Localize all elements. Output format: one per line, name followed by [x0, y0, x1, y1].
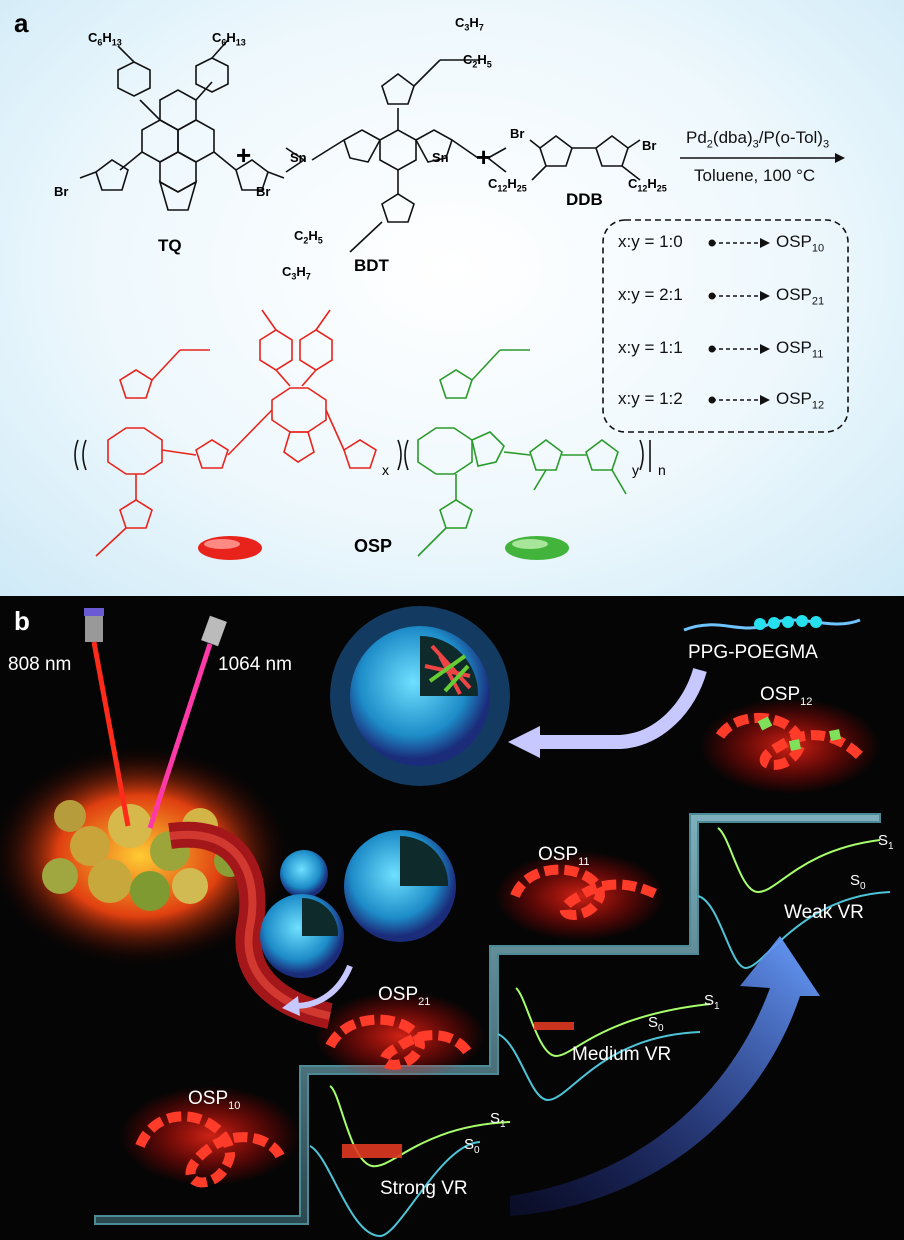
laser-1064-label: 1064 nm: [218, 654, 292, 675]
ppg-poegma-label: PPG-POEGMA: [688, 642, 818, 663]
green-unit-ellipse-highlight: [512, 539, 548, 549]
polymer-n: n: [658, 462, 666, 478]
polymer-x: x: [382, 462, 389, 478]
plus-1: +: [236, 140, 252, 170]
medium-vr-label: Medium VR: [572, 1044, 672, 1065]
osp12-label: OSP12: [760, 684, 813, 708]
ratio-4: x:y = 1:2: [618, 389, 683, 408]
product-1: OSP10: [776, 232, 825, 255]
catalyst-label: Pd2(dba)3/P(o-Tol)3: [686, 128, 830, 151]
s0-label-strong: S0: [464, 1136, 480, 1156]
ddb-name: DDB: [566, 190, 603, 209]
osp12-loop: [700, 698, 880, 794]
polymer-name: OSP: [354, 536, 393, 556]
osp10-loop: [120, 1086, 300, 1188]
s0-label-weak: S0: [850, 872, 866, 892]
panel-a-structures: [74, 39, 849, 560]
reaction-arrow: [680, 153, 845, 163]
nanoparticle-medium-2: [344, 830, 456, 942]
product-4: OSP12: [776, 389, 825, 412]
polymer-green-unit: [417, 349, 627, 557]
tq-name: TQ: [158, 236, 182, 255]
osp10-label: OSP10: [188, 1088, 241, 1112]
bdt-sn-right: Sn: [432, 150, 449, 165]
s1-label-weak: S1: [878, 832, 894, 852]
osp21-loop: [315, 991, 485, 1081]
bdt-c3h7-bottom: C3H7: [282, 264, 311, 282]
s1-label-strong: S1: [490, 1110, 506, 1130]
laser-808-label: 808 nm: [8, 654, 72, 675]
solvent-label: Toluene, 100 °C: [694, 166, 816, 185]
bdt-c2h5-top: C2H5: [463, 52, 492, 70]
bdt-sn-left: Sn: [290, 150, 307, 165]
panel-b-illustration: [0, 606, 891, 1238]
well-strong: [309, 1085, 511, 1238]
bdt-c2h5-bottom: C2H5: [294, 228, 323, 246]
product-3: OSP11: [776, 338, 824, 361]
ddb-br-left: Br: [510, 126, 525, 141]
tq-br-left: Br: [54, 184, 69, 199]
osp11-loop: [495, 851, 665, 941]
tq-hexyl-right: C6H13: [212, 30, 246, 48]
strong-vr-label: Strong VR: [380, 1178, 468, 1199]
nanoparticle-small-1: [280, 850, 328, 898]
panel-a: a C6H13 C6H13 Br Br TQ + + C3H7 C2H5 Sn …: [0, 0, 904, 596]
tq-structure: [79, 39, 285, 211]
ratio-1: x:y = 1:0: [618, 232, 683, 251]
polymer-red-unit: [95, 309, 377, 557]
panel-b-letter: b: [14, 606, 30, 636]
bdt-name: BDT: [354, 256, 389, 275]
bdt-c3h7-top: C3H7: [455, 15, 484, 33]
well-weak: [697, 827, 891, 970]
ddb-structure: [529, 135, 641, 181]
s1-label-medium: S1: [704, 992, 720, 1012]
ddb-br-right: Br: [642, 138, 657, 153]
plus-2: +: [476, 142, 492, 172]
tq-br-right: Br: [256, 184, 271, 199]
product-2: OSP21: [776, 285, 825, 308]
panel-b: b 808 nm 1064 nm PPG-POEGMA OSP12 OSP11 …: [0, 596, 904, 1240]
trend-arrow: [510, 936, 820, 1216]
ratio-2: x:y = 2:1: [618, 285, 683, 304]
well-medium: [497, 987, 711, 1102]
bdt-structure: [285, 59, 507, 253]
laser-1064: [147, 615, 227, 829]
ratio-3: x:y = 1:1: [618, 338, 683, 357]
ratio-box: [602, 219, 849, 433]
osp11-label: OSP11: [538, 844, 590, 868]
ratio-arrows: [708, 238, 770, 405]
laser-808: [84, 608, 131, 827]
s0-label-medium: S0: [648, 1014, 664, 1034]
red-unit-ellipse-highlight: [204, 539, 240, 549]
osp21-label: OSP21: [378, 984, 431, 1008]
ddb-c12h25-right: C12H25: [628, 176, 667, 194]
polymer-y: y: [632, 462, 639, 478]
ddb-c12h25-left: C12H25: [488, 176, 527, 194]
polymer-brackets: [74, 439, 651, 472]
ppg-poegma-chain: [683, 615, 861, 632]
nanoparticle-large: [330, 606, 510, 786]
tq-hexyl-left: C6H13: [88, 30, 122, 48]
weak-vr-label: Weak VR: [784, 902, 864, 923]
assembly-arrow: [540, 667, 707, 749]
nanoparticle-medium-1: [260, 894, 344, 978]
panel-a-letter: a: [14, 8, 29, 38]
